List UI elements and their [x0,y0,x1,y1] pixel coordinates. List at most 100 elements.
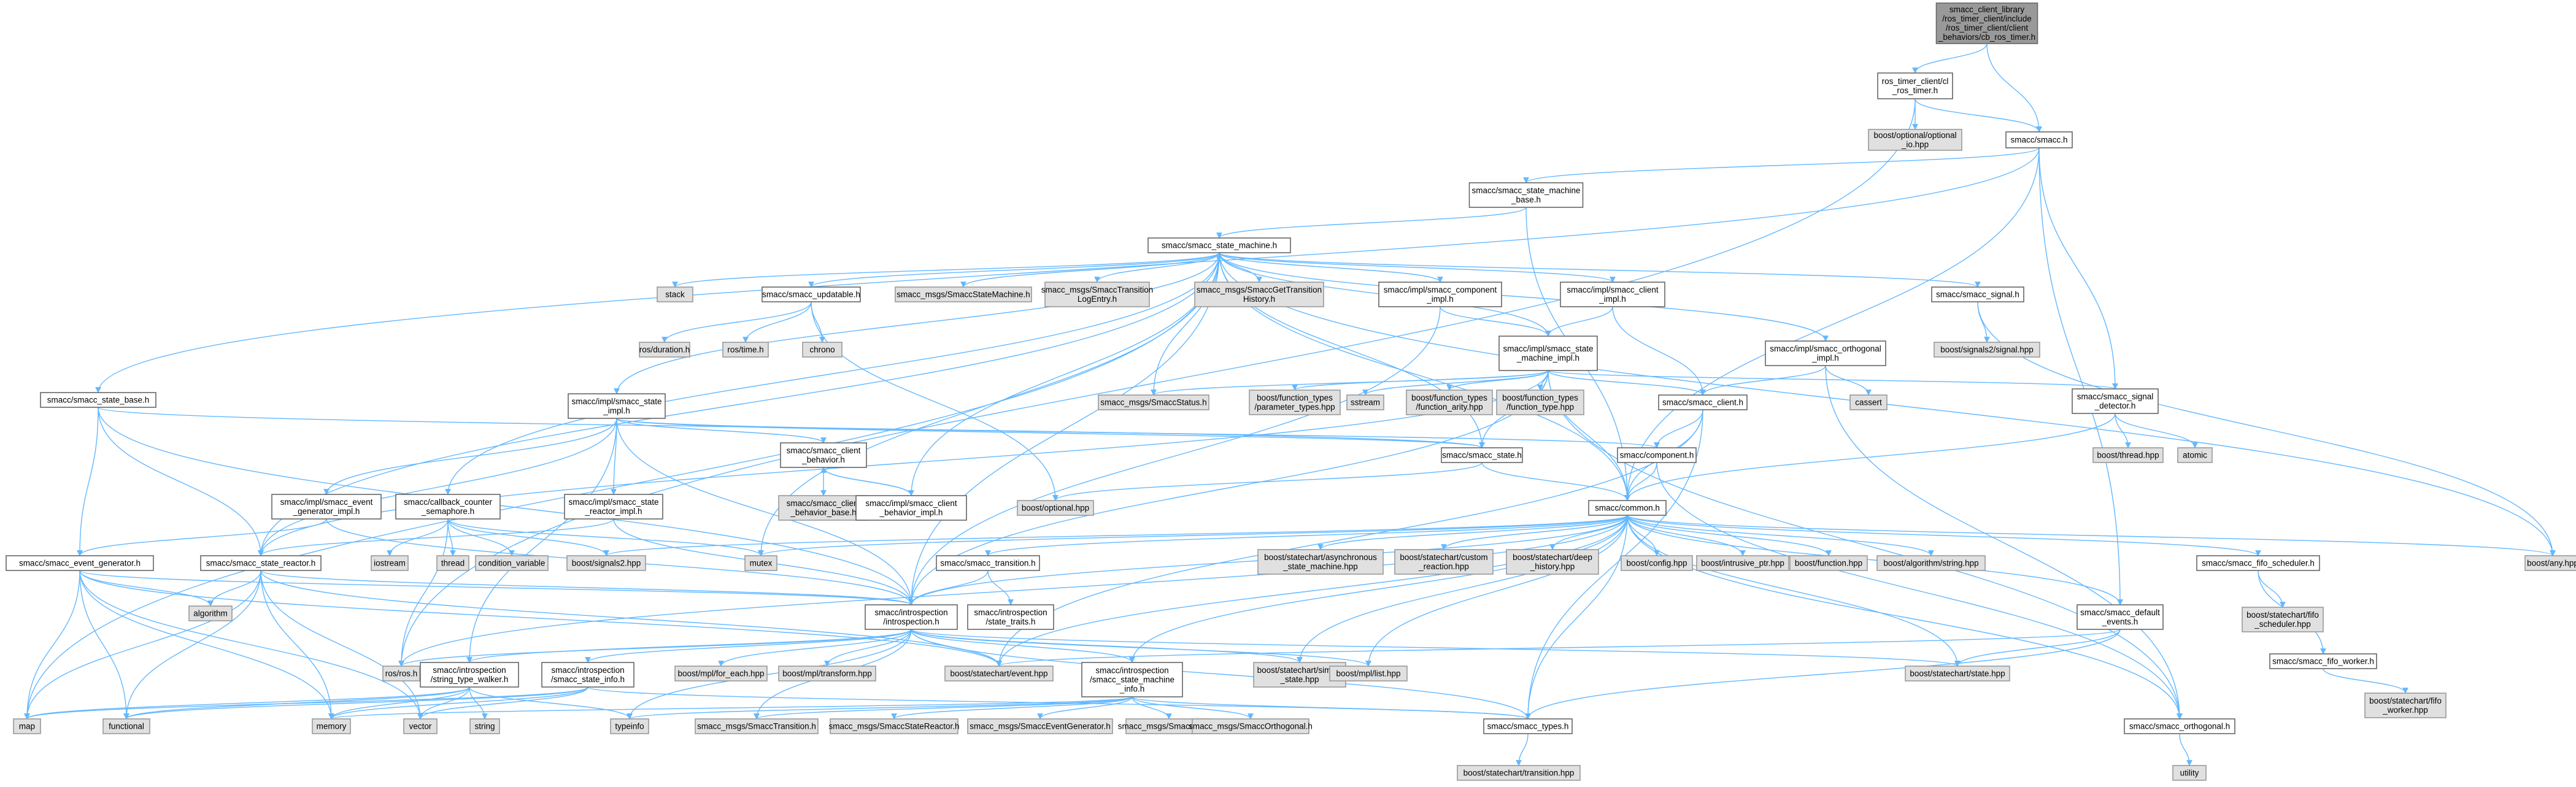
node-smacc-state-info-h[interactable]: smacc/introspection/smacc_state_info.h [541,662,634,688]
dependency-edge [1216,207,1527,239]
node-box [1044,282,1150,307]
node-label: _history.hpp [1530,562,1575,571]
node-introspection-h[interactable]: smacc/introspection/introspection.h [865,604,958,630]
node-transition-h[interactable]: smacc/smacc_transition.h [936,555,1040,571]
dependency-edge [960,252,1220,288]
dependency-edge [1624,413,2116,501]
node-updatable-h[interactable]: smacc/smacc_updatable.h [762,286,861,302]
node-sm-base-h[interactable]: smacc/smacc_state_machine_base.h [1468,182,1584,208]
node-impl-client-behavior-h[interactable]: smacc/impl/smacc_client_behavior_impl.h [855,495,967,521]
node-state-reactor-h[interactable]: smacc/smacc_state_reactor.h [200,555,322,571]
node-box [1329,666,1408,681]
node-label: _behavior_base.h [790,508,856,517]
dependency-edge [95,147,2040,393]
node-box [2364,693,2447,718]
node-component-h[interactable]: smacc/component.h [1617,447,1697,463]
node-chrono: chrono [802,342,843,358]
node-smacc-types-h[interactable]: smacc/smacc_types.h [1483,718,1573,734]
node-label: memory [317,722,347,731]
dependency-edge [1525,515,1628,720]
node-callback-counter-h[interactable]: smacc/callback_counter_semaphore.h [395,494,501,520]
node-root[interactable]: smacc_client_library/ros_timer_client/in… [1935,2,2038,44]
node-box [2269,653,2377,669]
node-smacc-h[interactable]: smacc/smacc.h [2005,131,2073,148]
dependency-edge [1627,515,1961,667]
dependency-edge [1954,629,2121,667]
node-impl-event-gen-h[interactable]: smacc/impl/smacc_event_generator_impl.h [271,494,382,520]
node-label: smacc/smacc_fifo_worker.h [2272,657,2374,666]
node-box [855,495,967,521]
node-common-h[interactable]: smacc/common.h [1588,500,1667,516]
node-label: _semaphore.h [421,507,474,516]
node-string: string [469,718,500,734]
dependency-edge [1912,43,1988,74]
node-impl-sm-h[interactable]: smacc/impl/smacc_state_machine_impl.h [1498,336,1598,371]
node-fifo-worker-h[interactable]: smacc/smacc_fifo_worker.h [2269,653,2377,669]
node-ros-timer-client-h[interactable]: ros_timer_client/cl_ros_timer.h [1877,72,1953,99]
node-impl-client-h[interactable]: smacc/impl/smacc_client_impl.h [1560,282,1665,307]
node-label: string [474,722,495,731]
node-impl-state-h[interactable]: smacc/impl/smacc_state_impl.h [568,393,666,419]
dependency-edge [808,252,1220,288]
node-box [2092,447,2164,463]
node-impl-component-h[interactable]: smacc/impl/smacc_component_impl.h [1378,282,1502,307]
node-event-generator-h[interactable]: smacc/smacc_event_generator.h [6,555,154,571]
node-label: ros/time.h [727,345,763,355]
node-label: boost/statechart/asynchronous [1264,553,1377,562]
node-label: boost/optional/optional [1873,131,1956,140]
node-state-traits-h[interactable]: smacc/introspection/state_traits.h [967,604,1054,630]
node-box [1378,282,1502,307]
node-label: smacc/smacc_orthogonal.h [2129,722,2230,731]
dependency-edge [398,518,449,667]
node-label: smacc/smacc_client [787,499,861,508]
dependency-edge [1627,515,1832,556]
dependency-edge [328,696,1133,720]
node-box [1498,336,1598,371]
node-sc-deep-history: boost/statechart/deep_history.hpp [1506,549,1599,575]
node-impl-orthogonal-h[interactable]: smacc/impl/smacc_orthogonal_impl.h [1765,340,1886,366]
dependency-edge [908,252,1220,605]
node-label: _base.h [1511,195,1541,204]
node-label: boost/statechart/fifo [2369,696,2442,705]
node-box [475,555,549,571]
node-sm-info-h[interactable]: smacc/introspection/smacc_state_machine_… [1081,662,1183,697]
node-atomic: atomic [2177,447,2213,463]
node-client-h[interactable]: smacc/smacc_client.h [1658,394,1748,410]
node-fifo-scheduler-h[interactable]: smacc/smacc_fifo_scheduler.h [2196,555,2320,571]
dependency-edge [1627,515,2183,720]
dependency-edge [1525,629,2121,720]
node-box [541,662,634,688]
node-utility: utility [2172,765,2207,781]
node-label: _generator_impl.h [293,507,360,516]
node-signal-h[interactable]: smacc/smacc_signal.h [1931,286,2024,302]
node-box [1789,555,1868,571]
node-box [395,494,501,520]
dependency-edge [616,418,827,443]
node-label: _state_machine.hpp [1282,562,1358,571]
node-signal-detector-h[interactable]: smacc/smacc_signal_detector.h [2072,388,2159,414]
node-label: boost/function_types [1502,393,1578,402]
node-sm-h[interactable]: smacc/smacc_state_machine.h [1147,237,1291,253]
node-label: smacc/impl/smacc_state [568,497,658,507]
node-impl-state-reactor-h[interactable]: smacc/impl/smacc_state_reactor_impl.h [564,494,663,520]
node-vector: vector [403,718,438,734]
node-ros-duration: ros/duration.h [639,342,690,358]
node-boost-optional-io: boost/optional/optional_io.hpp [1868,129,1962,151]
node-box [610,718,649,734]
node-state-base-h[interactable]: smacc/smacc_state_base.h [40,392,156,408]
node-bf-parameter-types: boost/function_types/parameter_types.hpp [1249,390,1341,415]
node-smacc-orthogonal-h[interactable]: smacc/smacc_orthogonal.h [2124,718,2235,734]
node-box [420,662,519,688]
node-box [1868,129,1962,151]
node-box [865,604,958,630]
node-string-type-walker-h[interactable]: smacc/introspection/string_type_walker.h [420,662,519,688]
dependency-edge [79,570,1002,667]
node-default-events-h[interactable]: smacc/smacc_default_events.h [2077,604,2164,630]
node-label: typeinfo [615,722,644,731]
dependency-edge [447,518,609,556]
node-client-behavior-h[interactable]: smacc/smacc_client_behavior.h [780,442,867,468]
dependency-edge [2258,570,2286,608]
dependency-edge [2179,733,2192,766]
node-state-h[interactable]: smacc/smacc_state.h [1441,447,1523,463]
